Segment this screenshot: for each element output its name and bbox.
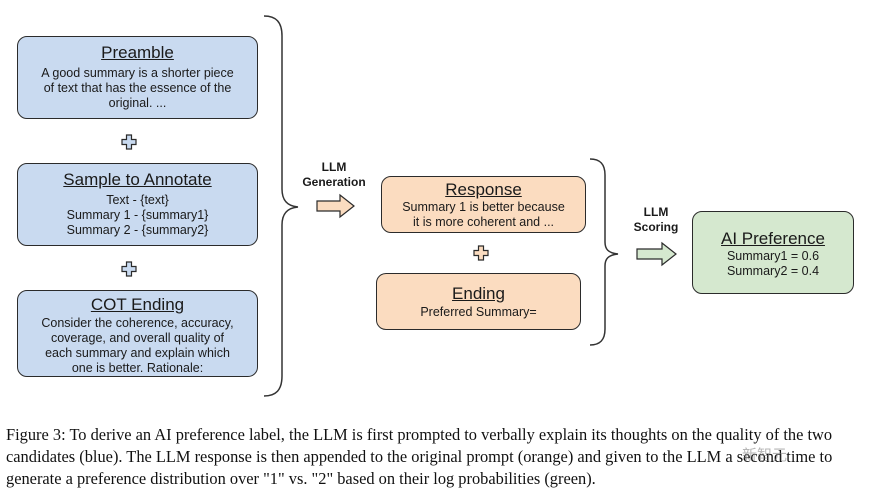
ending-box: Ending Preferred Summary= <box>376 273 581 330</box>
sample-to-annotate-box: Sample to Annotate Text - {text} Summary… <box>17 163 258 246</box>
plus-icon <box>473 245 489 261</box>
sample-to-annotate-title: Sample to Annotate <box>63 170 212 189</box>
cot-ending-box: COT Ending Consider the coherence, accur… <box>17 290 258 377</box>
cot-ending-text: Consider the coherence, accuracy, covera… <box>41 316 234 375</box>
ai-preference-text: Summary1 = 0.6 Summary2 = 0.4 <box>726 249 820 278</box>
plus-icon <box>121 261 137 277</box>
llm-generation-label: LLM Generation <box>302 160 366 189</box>
response-box: Response Summary 1 is better because it … <box>381 176 586 233</box>
brace-icon <box>589 158 619 346</box>
ending-text: Preferred Summary= <box>420 305 537 319</box>
watermark: 新智元 <box>742 447 788 464</box>
ai-preference-box: AI Preference Summary1 = 0.6 Summary2 = … <box>692 211 854 294</box>
preamble-text: A good summary is a shorter piece of tex… <box>41 66 234 110</box>
ending-title: Ending <box>452 284 505 303</box>
figure-caption: Figure 3: To derive an AI preference lab… <box>6 425 833 488</box>
preamble-title: Preamble <box>101 43 174 62</box>
response-title: Response <box>445 180 522 199</box>
plus-icon <box>121 134 137 150</box>
brace-icon <box>263 15 299 397</box>
preamble-box: Preamble A good summary is a shorter pie… <box>17 36 258 119</box>
right-arrow-icon <box>636 241 677 267</box>
sample-to-annotate-text: Text - {text} Summary 1 - {summary1} Sum… <box>66 193 209 237</box>
cot-ending-title: COT Ending <box>90 295 185 314</box>
response-text: Summary 1 is better because it is more c… <box>402 200 565 229</box>
right-arrow-icon <box>316 193 355 219</box>
llm-scoring-label: LLM Scoring <box>633 205 679 234</box>
ai-preference-title: AI Preference <box>721 229 825 248</box>
